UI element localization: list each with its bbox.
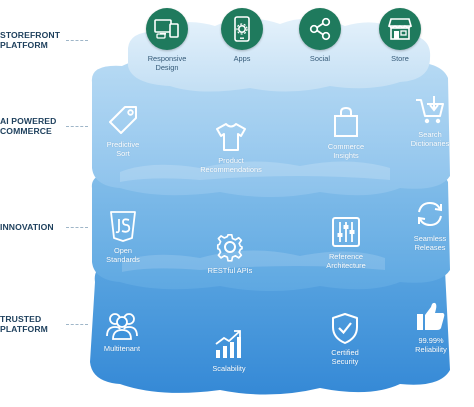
storefront-item-responsive-design: Responsive Design: [122, 8, 212, 72]
storefront-item-social: Social: [275, 8, 365, 63]
storefront-item-apps: Apps: [197, 8, 287, 63]
layer-label-innovation: INNOVATION: [0, 222, 54, 232]
layer-label-trusted: TRUSTED PLATFORM: [0, 314, 48, 334]
layer-tick: [66, 227, 88, 228]
trusted-item-certified-security: Certified Security: [300, 312, 390, 366]
item-label: Apps: [233, 54, 251, 63]
item-label: Multitenant: [103, 344, 141, 353]
item-label: Scalability: [212, 364, 246, 373]
price-tag-icon: [109, 106, 137, 134]
refresh-cycle-icon: [418, 201, 442, 227]
gear-icon: [216, 233, 243, 262]
storefront-icon: [379, 8, 421, 50]
layer-tick: [66, 324, 88, 325]
trusted-item-multitenant: Multitenant: [77, 310, 167, 353]
item-label: Search Dictionaries: [410, 130, 450, 148]
layer-tick: [66, 40, 88, 41]
share-icon: [299, 8, 341, 50]
item-label: Product Recommendations: [200, 156, 262, 174]
t-shirt-icon: [216, 123, 246, 151]
monitor-devices-icon: [146, 8, 188, 50]
shopping-bag-icon: [334, 106, 358, 137]
item-label: Responsive Design: [147, 54, 187, 72]
ai-item-commerce-insights: Commerce Insights: [301, 106, 391, 160]
item-label: Predictive Sort: [106, 140, 140, 158]
item-label: Seamless Releases: [413, 234, 447, 252]
cloud-layer-ai-commerce: [91, 53, 450, 197]
layer-label-ai-commerce: AI POWERED COMMERCE: [0, 116, 57, 136]
thumbs-up-icon: [417, 302, 445, 330]
layer-label-storefront: STOREFRONT PLATFORM: [0, 30, 61, 50]
layer-tick: [66, 126, 88, 127]
cart-download-icon: [416, 96, 444, 124]
item-label: Store: [391, 54, 409, 63]
growth-chart-icon: [215, 330, 241, 358]
trusted-item-reliability: 99.99% Reliability: [386, 300, 474, 354]
item-label: RESTful APIs: [207, 266, 253, 275]
innovation-item-open-standards: Open Standards: [78, 210, 168, 264]
item-label: Certified Security: [331, 348, 359, 366]
sliders-icon: [332, 217, 360, 247]
js-shield-icon: [110, 211, 136, 242]
item-label: Open Standards: [106, 246, 140, 264]
trusted-item-scalability: Scalability: [184, 328, 274, 373]
innovation-item-seamless-releases: Seamless Releases: [385, 198, 474, 252]
shield-check-icon: [332, 313, 358, 344]
item-label: Commerce Insights: [327, 142, 365, 160]
ai-item-search-dictionaries: Search Dictionaries: [385, 94, 474, 148]
innovation-item-restful-apis: RESTful APIs: [185, 232, 275, 275]
storefront-item-store: Store: [355, 8, 445, 63]
smartphone-gear-icon: [221, 8, 263, 50]
cloud-layer-storefront: [128, 18, 431, 92]
users-group-icon: [106, 313, 138, 340]
item-label: Reference Architecture: [326, 252, 366, 270]
item-label: 99.99% Reliability: [415, 336, 447, 354]
ai-item-product-recommendations: Product Recommendations: [186, 122, 276, 174]
ai-item-predictive-sort: Predictive Sort: [78, 104, 168, 158]
item-label: Social: [309, 54, 331, 63]
innovation-item-reference-architecture: Reference Architecture: [301, 216, 391, 270]
